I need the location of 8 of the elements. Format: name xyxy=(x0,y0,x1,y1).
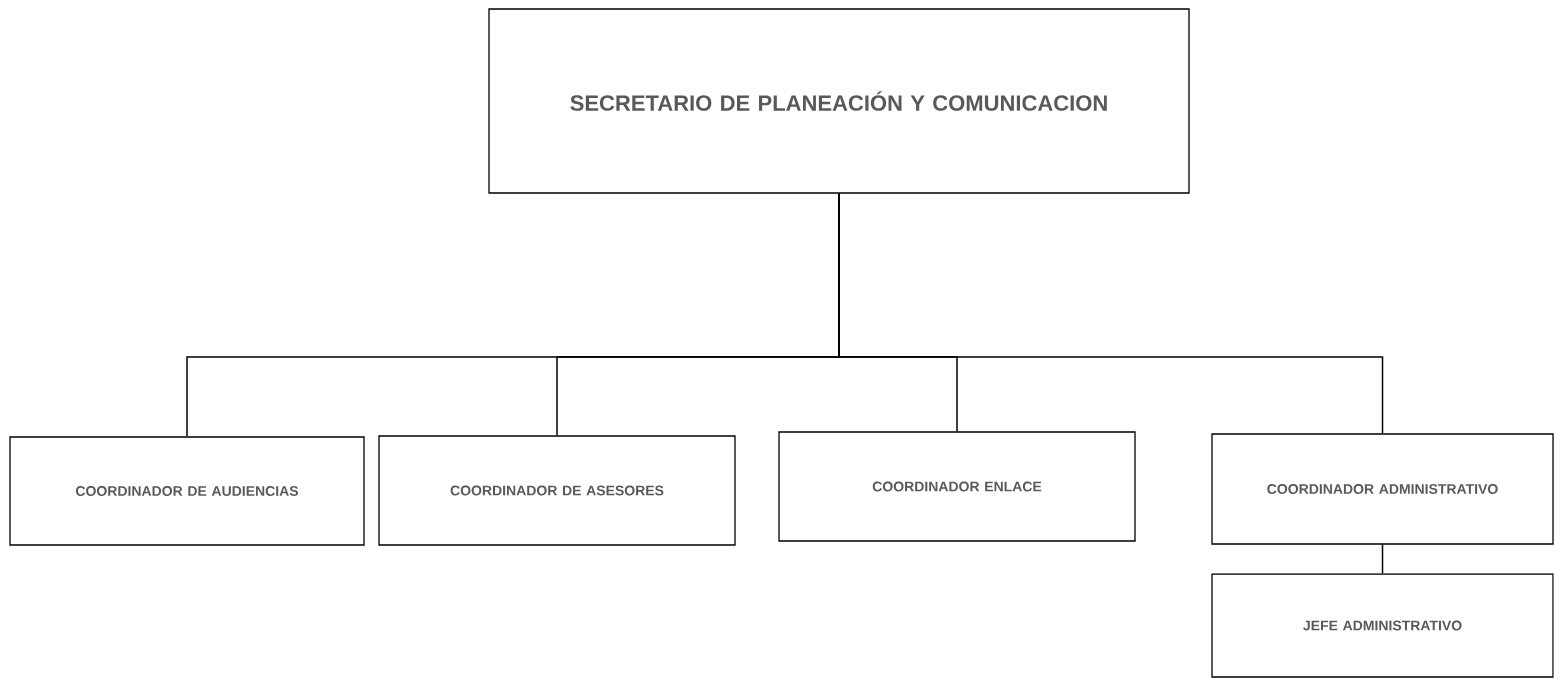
role-box: COORDINADOR DE AUDIENCIAS xyxy=(9,436,365,546)
role-box: JEFE ADMINISTRATIVO xyxy=(1211,573,1554,678)
role-box: COORDINADOR ENLACE xyxy=(778,431,1136,542)
title-box: SECRETARIO DE PLANEACIÓN Y COMUNICACION xyxy=(488,8,1190,194)
connector-line xyxy=(1381,543,1384,575)
role-box: COORDINADOR ADMINISTRATIVO xyxy=(1211,433,1554,545)
connector-line xyxy=(838,192,1384,435)
role-box: COORDINADOR DE ASESORES xyxy=(378,435,736,546)
